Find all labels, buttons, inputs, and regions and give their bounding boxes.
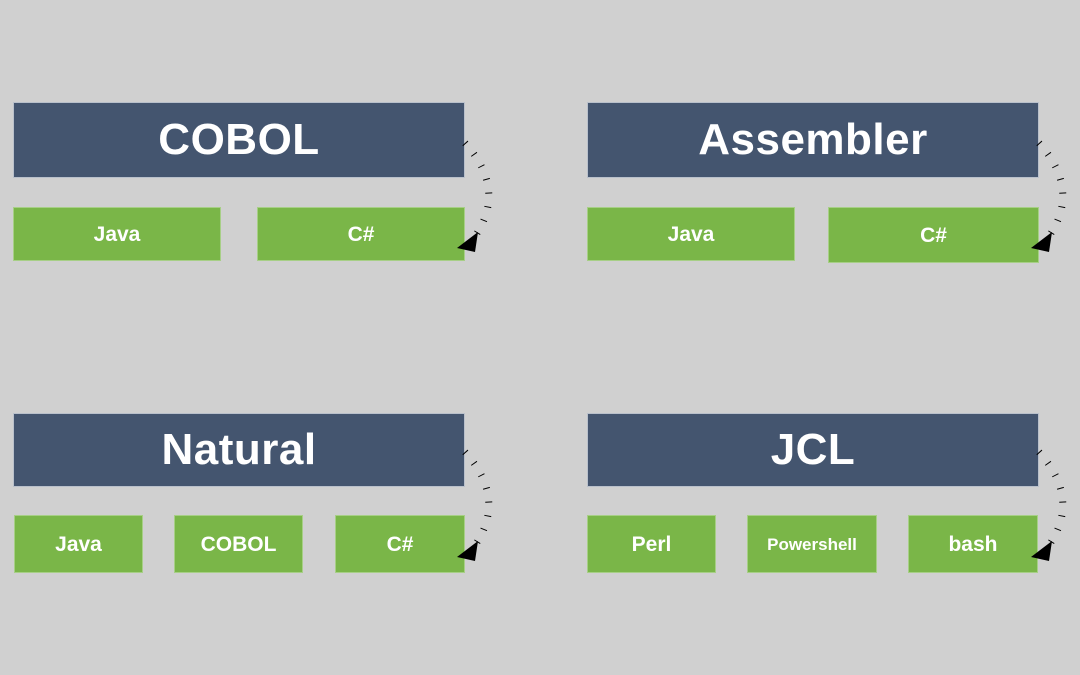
arrow-shaft [462,449,493,555]
target-language-box-natural-0[interactable]: Java [14,515,143,573]
target-language-box-assembler-1[interactable]: C# [828,207,1039,263]
legacy-language-box-assembler[interactable]: Assembler [587,102,1039,178]
target-language-box-natural-1[interactable]: COBOL [174,515,303,573]
target-language-box-jcl-0[interactable]: Perl [587,515,716,573]
arrow-shaft [1036,449,1067,555]
legacy-language-label: JCL [770,425,856,474]
legacy-language-box-jcl[interactable]: JCL [587,413,1039,487]
target-language-label: Java [93,222,141,246]
target-language-label: Java [667,222,715,246]
legacy-language-box-natural[interactable]: Natural [13,413,465,487]
target-language-label: C# [920,223,947,247]
target-language-label: C# [347,222,375,246]
target-language-box-jcl-1[interactable]: Powershell [747,515,877,573]
target-language-box-cobol-1[interactable]: C# [257,207,465,261]
target-language-label: Java [55,532,102,556]
target-language-label: COBOL [200,532,277,556]
target-language-box-jcl-2[interactable]: bash [908,515,1038,573]
target-language-box-natural-2[interactable]: C# [335,515,465,573]
target-language-label: Perl [631,532,672,556]
target-language-box-cobol-0[interactable]: Java [13,207,221,261]
target-language-label: bash [948,532,998,556]
legacy-language-label: Natural [161,425,317,474]
target-language-label: Powershell [767,534,857,554]
target-language-label: C# [386,532,414,556]
target-language-box-assembler-0[interactable]: Java [587,207,795,261]
arrow-shaft [1036,140,1067,246]
arrow-shaft [462,140,493,246]
legacy-language-label: COBOL [158,115,320,164]
legacy-language-box-cobol[interactable]: COBOL [13,102,465,178]
legacy-language-label: Assembler [698,115,928,164]
